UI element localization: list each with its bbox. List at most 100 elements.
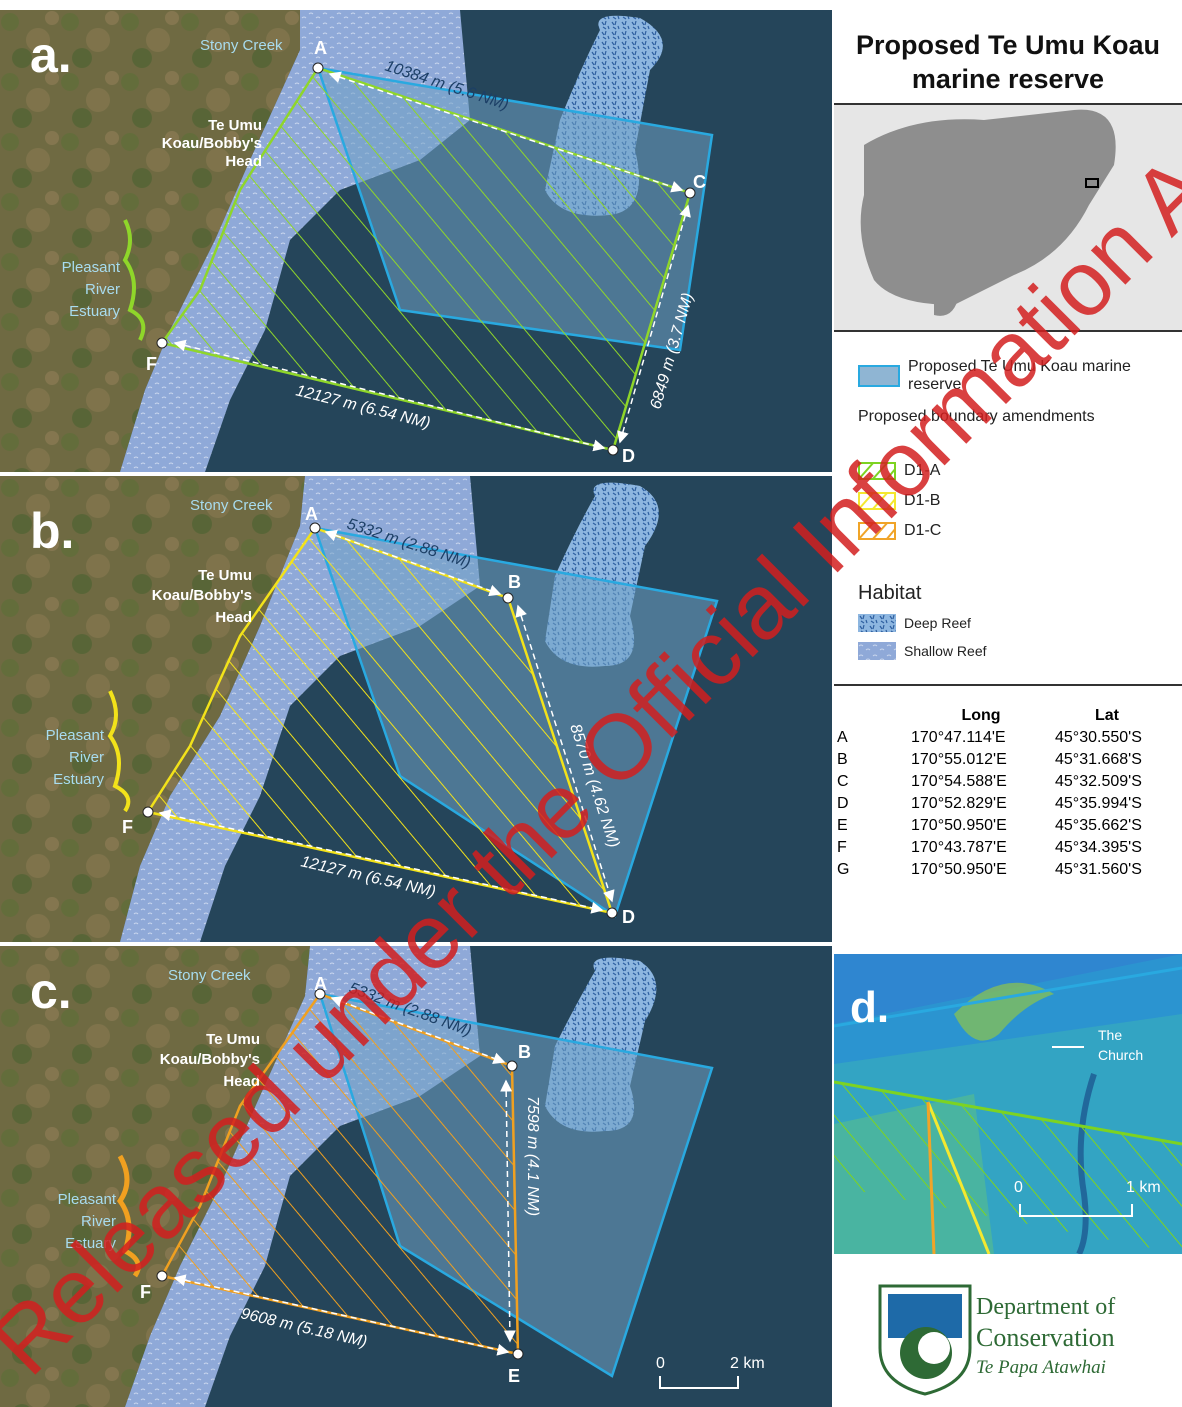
coord-lat: 45°32.509'S bbox=[1055, 773, 1142, 790]
measure-line-c2 bbox=[500, 1079, 516, 1343]
coord-lat: 45°31.668'S bbox=[1055, 751, 1142, 768]
measure-line-b2 bbox=[515, 604, 615, 903]
coord-point: G bbox=[837, 861, 850, 878]
point-c-A bbox=[314, 988, 326, 1000]
point-b-A bbox=[309, 522, 321, 534]
legend-shallow-reef-swatch bbox=[858, 642, 896, 660]
point-b-D bbox=[606, 907, 618, 919]
place-head3-b: Head bbox=[215, 609, 252, 626]
place-creek-a: Stony Creek bbox=[200, 37, 283, 54]
place-head1-b: Te Umu bbox=[198, 567, 252, 584]
place-river2-c: River bbox=[81, 1213, 116, 1230]
place-river1-b: Pleasant bbox=[46, 727, 105, 744]
map-panel-c: A B E F 5332 m (2.88 NM) 7598 m (4.1 NM)… bbox=[0, 946, 832, 1407]
point-label-a-F: F bbox=[146, 354, 157, 374]
map-c-svg: A B E F 5332 m (2.88 NM) 7598 m (4.1 NM)… bbox=[0, 946, 765, 1407]
map-panel-b: A B D F 5332 m (2.88 NM) 8570 m (4.62 NM… bbox=[0, 476, 832, 942]
measure-line-a1 bbox=[328, 71, 684, 193]
point-a-C bbox=[684, 187, 696, 199]
legend-amend-c-swatch bbox=[858, 522, 896, 540]
place-creek-c: Stony Creek bbox=[168, 967, 251, 984]
legend-reserve-swatch bbox=[858, 365, 900, 387]
map-b-svg: A B D F 5332 m (2.88 NM) 8570 m (4.62 NM… bbox=[0, 476, 719, 942]
legend-amend-b-swatch bbox=[858, 492, 896, 510]
legend-amend-c-label: D1-C bbox=[904, 522, 942, 539]
measure-line-a2 bbox=[617, 204, 691, 444]
place-river2-b: River bbox=[69, 749, 104, 766]
measure-line-c3 bbox=[173, 1274, 510, 1356]
doc-line2: Conservation bbox=[976, 1323, 1115, 1352]
scale-bar-c bbox=[659, 1376, 739, 1389]
coord-lat: 45°34.395'S bbox=[1055, 839, 1142, 856]
place-head2-c: Koau/Bobby's bbox=[160, 1051, 260, 1068]
point-label-c-E: E bbox=[508, 1366, 520, 1386]
map-title: Proposed Te Umu Koau marine reserve bbox=[855, 30, 1161, 94]
coord-long: 170°47.114'E bbox=[911, 729, 1006, 746]
legend-deep-reef-label: Deep Reef bbox=[904, 615, 971, 631]
place-head1-c: Te Umu bbox=[206, 1031, 260, 1048]
coords-header-lat: Lat bbox=[1095, 707, 1119, 724]
table-row: E 170°50.950'E 45°35.662'S bbox=[836, 816, 1160, 836]
distance-label-c2: 7598 m (4.1 NM) bbox=[524, 1096, 541, 1216]
legend-habitat-heading-text: Habitat bbox=[858, 582, 922, 604]
land-c bbox=[0, 946, 310, 1407]
coord-point: E bbox=[837, 817, 848, 834]
locator-map bbox=[834, 105, 1182, 330]
coord-point: D bbox=[837, 795, 849, 812]
legend-deep-reef-swatch bbox=[858, 614, 896, 632]
inset-map-d: 0 1 km The Church d. bbox=[834, 954, 1182, 1254]
stewart-island-shape bbox=[934, 286, 959, 316]
measure-line-b1 bbox=[324, 529, 502, 597]
measure-line-b3 bbox=[158, 809, 604, 914]
divider bbox=[834, 330, 1182, 332]
coord-lat: 45°35.662'S bbox=[1055, 817, 1142, 834]
legend-amend-a-swatch bbox=[858, 462, 896, 480]
place-river3-b: Estuary bbox=[53, 771, 104, 788]
locator-svg bbox=[860, 109, 1116, 316]
coord-point: B bbox=[837, 751, 848, 768]
scale-bar-d bbox=[1019, 1204, 1133, 1217]
coord-lat: 45°30.550'S bbox=[1055, 729, 1142, 746]
title-block: Proposed Te Umu Koau marine reserve bbox=[834, 28, 1182, 103]
point-label-a-A: A bbox=[314, 38, 327, 58]
point-c-B bbox=[506, 1060, 518, 1072]
panel-label-b: b. bbox=[30, 503, 75, 559]
coord-point: F bbox=[837, 839, 847, 856]
legend-amend-b: D1-B bbox=[858, 492, 940, 510]
inset-d-svg: 0 1 km The Church d. bbox=[834, 954, 1182, 1254]
south-island-shape bbox=[860, 109, 1116, 305]
legend-habitat-heading: Habitat bbox=[858, 582, 921, 605]
legend-shallow-reef-label: Shallow Reef bbox=[904, 643, 987, 659]
legend-shallow-reef: Shallow Reef bbox=[858, 642, 987, 660]
legend-deep-reef: Deep Reef bbox=[858, 614, 971, 632]
map-panel-a: A C D F 10384 m (5.6 NM) 6849 m (3.7 NM)… bbox=[0, 10, 832, 472]
point-a-A bbox=[312, 62, 324, 74]
map-a-svg: A C D F 10384 m (5.6 NM) 6849 m (3.7 NM)… bbox=[0, 10, 714, 472]
legend-reserve-label: Proposed Te Umu Koau marine reserve bbox=[908, 358, 1131, 393]
place-head1-a: Te Umu bbox=[208, 117, 262, 134]
coord-long: 170°50.950'E bbox=[911, 817, 1007, 834]
legend-reserve: Proposed Te Umu Koau marine reserve bbox=[858, 358, 1158, 394]
feature-label-1: The bbox=[1098, 1027, 1122, 1043]
legend-amend-a-label: D1-A bbox=[904, 462, 941, 479]
legend-amend-heading-text: Proposed boundary amendments bbox=[858, 408, 1095, 425]
place-river2-a: River bbox=[85, 281, 120, 298]
doc-logo: Department of Conservation Te Papa Atawh… bbox=[834, 1266, 1182, 1406]
river-a bbox=[122, 219, 146, 341]
river-b bbox=[107, 690, 131, 813]
point-label-b-B: B bbox=[508, 572, 521, 592]
coord-long: 170°55.012'E bbox=[911, 751, 1007, 768]
doc-line3: Te Papa Atawhai bbox=[976, 1357, 1106, 1378]
land-a bbox=[0, 10, 300, 472]
doc-line1: Department of bbox=[976, 1294, 1116, 1320]
point-c-E bbox=[512, 1348, 524, 1360]
point-label-b-F: F bbox=[122, 817, 133, 837]
divider bbox=[834, 684, 1182, 686]
doc-name: Department of Conservation Te Papa Atawh… bbox=[976, 1292, 1115, 1382]
scale-end-d: 1 km bbox=[1126, 1179, 1161, 1196]
feature-label-2: Church bbox=[1098, 1047, 1143, 1063]
place-river3-a: Estuary bbox=[69, 303, 120, 320]
